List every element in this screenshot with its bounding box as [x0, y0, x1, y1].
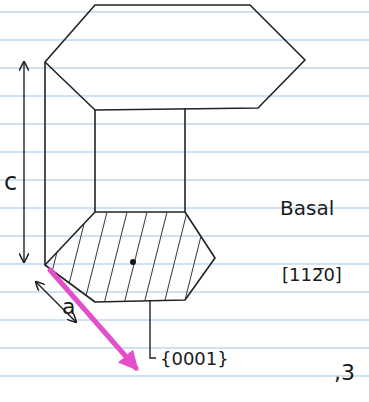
a-dimension [36, 282, 76, 322]
note-number: ,3 [334, 362, 355, 384]
center-dot [130, 259, 136, 265]
c-dimension [23, 62, 24, 262]
direction-label: [112̅0] [282, 266, 342, 284]
plane-label: Basal [280, 198, 334, 218]
dimension-label: a [62, 296, 75, 318]
ruled-lines [0, 12, 369, 376]
leader-line [150, 300, 156, 358]
direction-arrow [50, 270, 136, 368]
dimension-label: c [4, 170, 17, 194]
plane-index: {0001} [160, 350, 229, 368]
prism-outline [45, 5, 305, 302]
basal-hatching [40, 200, 230, 320]
